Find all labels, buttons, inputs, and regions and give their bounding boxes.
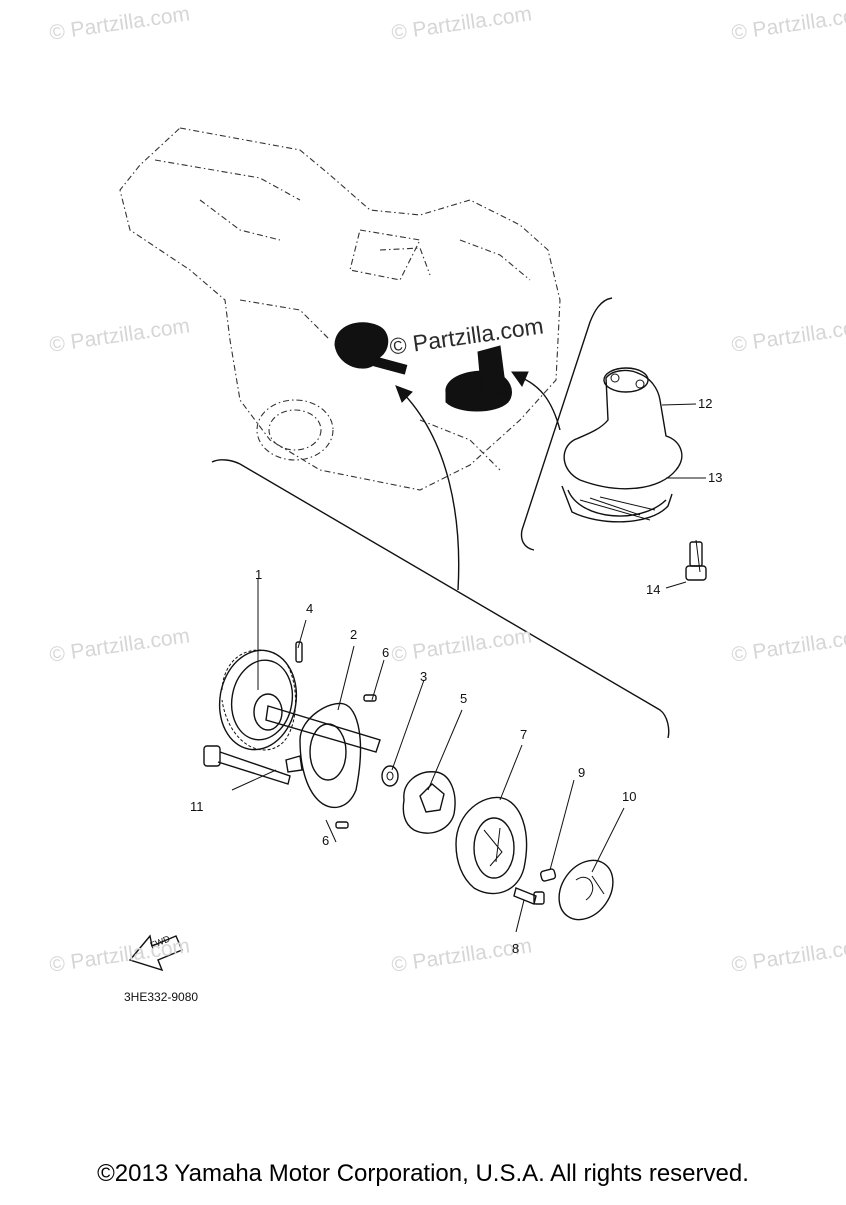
pump-rotor (402, 771, 456, 834)
callout-10: 10 (622, 789, 637, 804)
callout-1: 1 (255, 567, 263, 582)
pump-body (285, 694, 377, 829)
bolt-11 (203, 745, 291, 785)
drive-gear (218, 649, 298, 751)
callout-6-top: 6 (382, 645, 390, 660)
callout-5: 5 (460, 691, 468, 706)
callout-11: 11 (190, 799, 204, 814)
washer (381, 765, 399, 787)
callout-13: 13 (708, 470, 723, 485)
callout-3: 3 (420, 669, 428, 684)
leader-lines (231, 403, 706, 933)
engine-crankcase (119, 127, 561, 491)
callout-4: 4 (306, 601, 314, 616)
callout-6-bottom: 6 (322, 833, 330, 848)
callout-12: 12 (698, 396, 713, 411)
screw-8 (513, 887, 545, 905)
mounting-locations (334, 322, 512, 412)
dowel-pin (539, 868, 557, 882)
pump-cover (455, 796, 528, 895)
copyright-notice: ©2013 Yamaha Motor Corporation, U.S.A. A… (97, 1160, 749, 1187)
section-dividers (211, 297, 670, 739)
callout-9: 9 (578, 765, 586, 780)
oil-strainer (561, 367, 707, 581)
diagram-code: 3HE332-9080 (124, 990, 199, 1004)
pump-shaft (265, 641, 381, 753)
callout-8: 8 (512, 941, 520, 956)
callout-14: 14 (646, 582, 661, 597)
callout-7: 7 (520, 727, 528, 742)
forward-arrow (128, 934, 183, 972)
callout-2: 2 (350, 627, 358, 642)
cover-plate (558, 859, 614, 921)
